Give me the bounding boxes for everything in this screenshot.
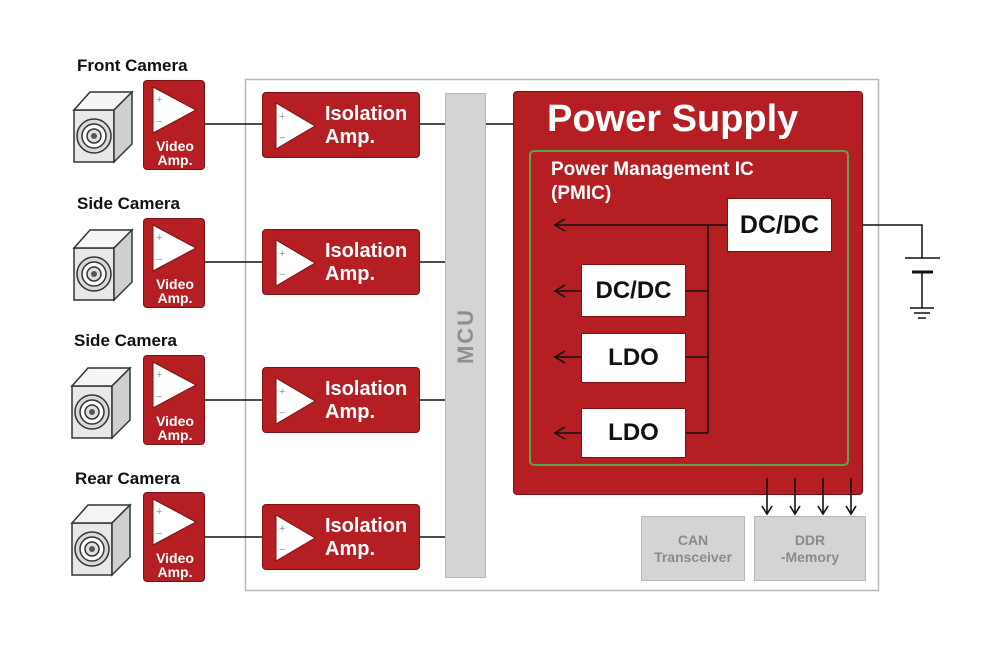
mcu-block: MCU bbox=[445, 93, 486, 578]
svg-text:−: − bbox=[156, 116, 162, 128]
pmic-title: Power Management IC(PMIC) bbox=[551, 159, 754, 204]
svg-text:+: + bbox=[156, 232, 162, 244]
ldo-block-2: LDO bbox=[581, 408, 686, 458]
svg-text:−: − bbox=[279, 132, 285, 144]
op-amp-icon: + − bbox=[152, 498, 198, 546]
svg-text:+: + bbox=[156, 506, 162, 518]
svg-text:−: − bbox=[156, 528, 162, 540]
system-frame bbox=[244, 78, 880, 592]
dcdc-block: DC/DC bbox=[581, 264, 686, 317]
signal-wires bbox=[205, 123, 513, 538]
svg-text:+: + bbox=[279, 386, 285, 398]
camera-label: Side Camera bbox=[77, 194, 180, 213]
svg-text:+: + bbox=[279, 111, 285, 123]
ldo-block-1: LDO bbox=[581, 333, 686, 383]
power-supply-block: Power Supply bbox=[513, 91, 863, 495]
camera-label: Side Camera bbox=[74, 331, 177, 350]
ddr-memory-label: DDR-Memory bbox=[780, 531, 840, 565]
op-amp-icon: + − bbox=[152, 86, 198, 134]
power-supply-title: Power Supply bbox=[547, 98, 799, 140]
ddr-power-arrows bbox=[761, 478, 857, 516]
camera-label: Front Camera bbox=[77, 56, 188, 75]
svg-text:+: + bbox=[156, 369, 162, 381]
svg-text:−: − bbox=[279, 544, 285, 556]
svg-text:+: + bbox=[156, 94, 162, 106]
svg-text:−: − bbox=[156, 391, 162, 403]
ddr-memory-block: DDR-Memory bbox=[754, 516, 866, 581]
svg-text:−: − bbox=[156, 254, 162, 266]
dcdc-main-block: DC/DC bbox=[727, 198, 832, 252]
svg-text:+: + bbox=[279, 248, 285, 260]
svg-text:+: + bbox=[279, 523, 285, 535]
camera-label: Rear Camera bbox=[75, 469, 180, 488]
op-amp-icon: + − bbox=[275, 377, 316, 425]
svg-text:−: − bbox=[279, 407, 285, 419]
op-amp-icon: + − bbox=[275, 102, 316, 150]
op-amp-icon: + − bbox=[275, 514, 316, 562]
op-amp-icon: + − bbox=[275, 239, 316, 287]
pmic-frame: Power Management IC(PMIC) bbox=[529, 150, 849, 466]
op-amp-icon: + − bbox=[152, 224, 198, 272]
op-amp-icon: + − bbox=[152, 361, 198, 409]
svg-text:−: − bbox=[279, 269, 285, 281]
